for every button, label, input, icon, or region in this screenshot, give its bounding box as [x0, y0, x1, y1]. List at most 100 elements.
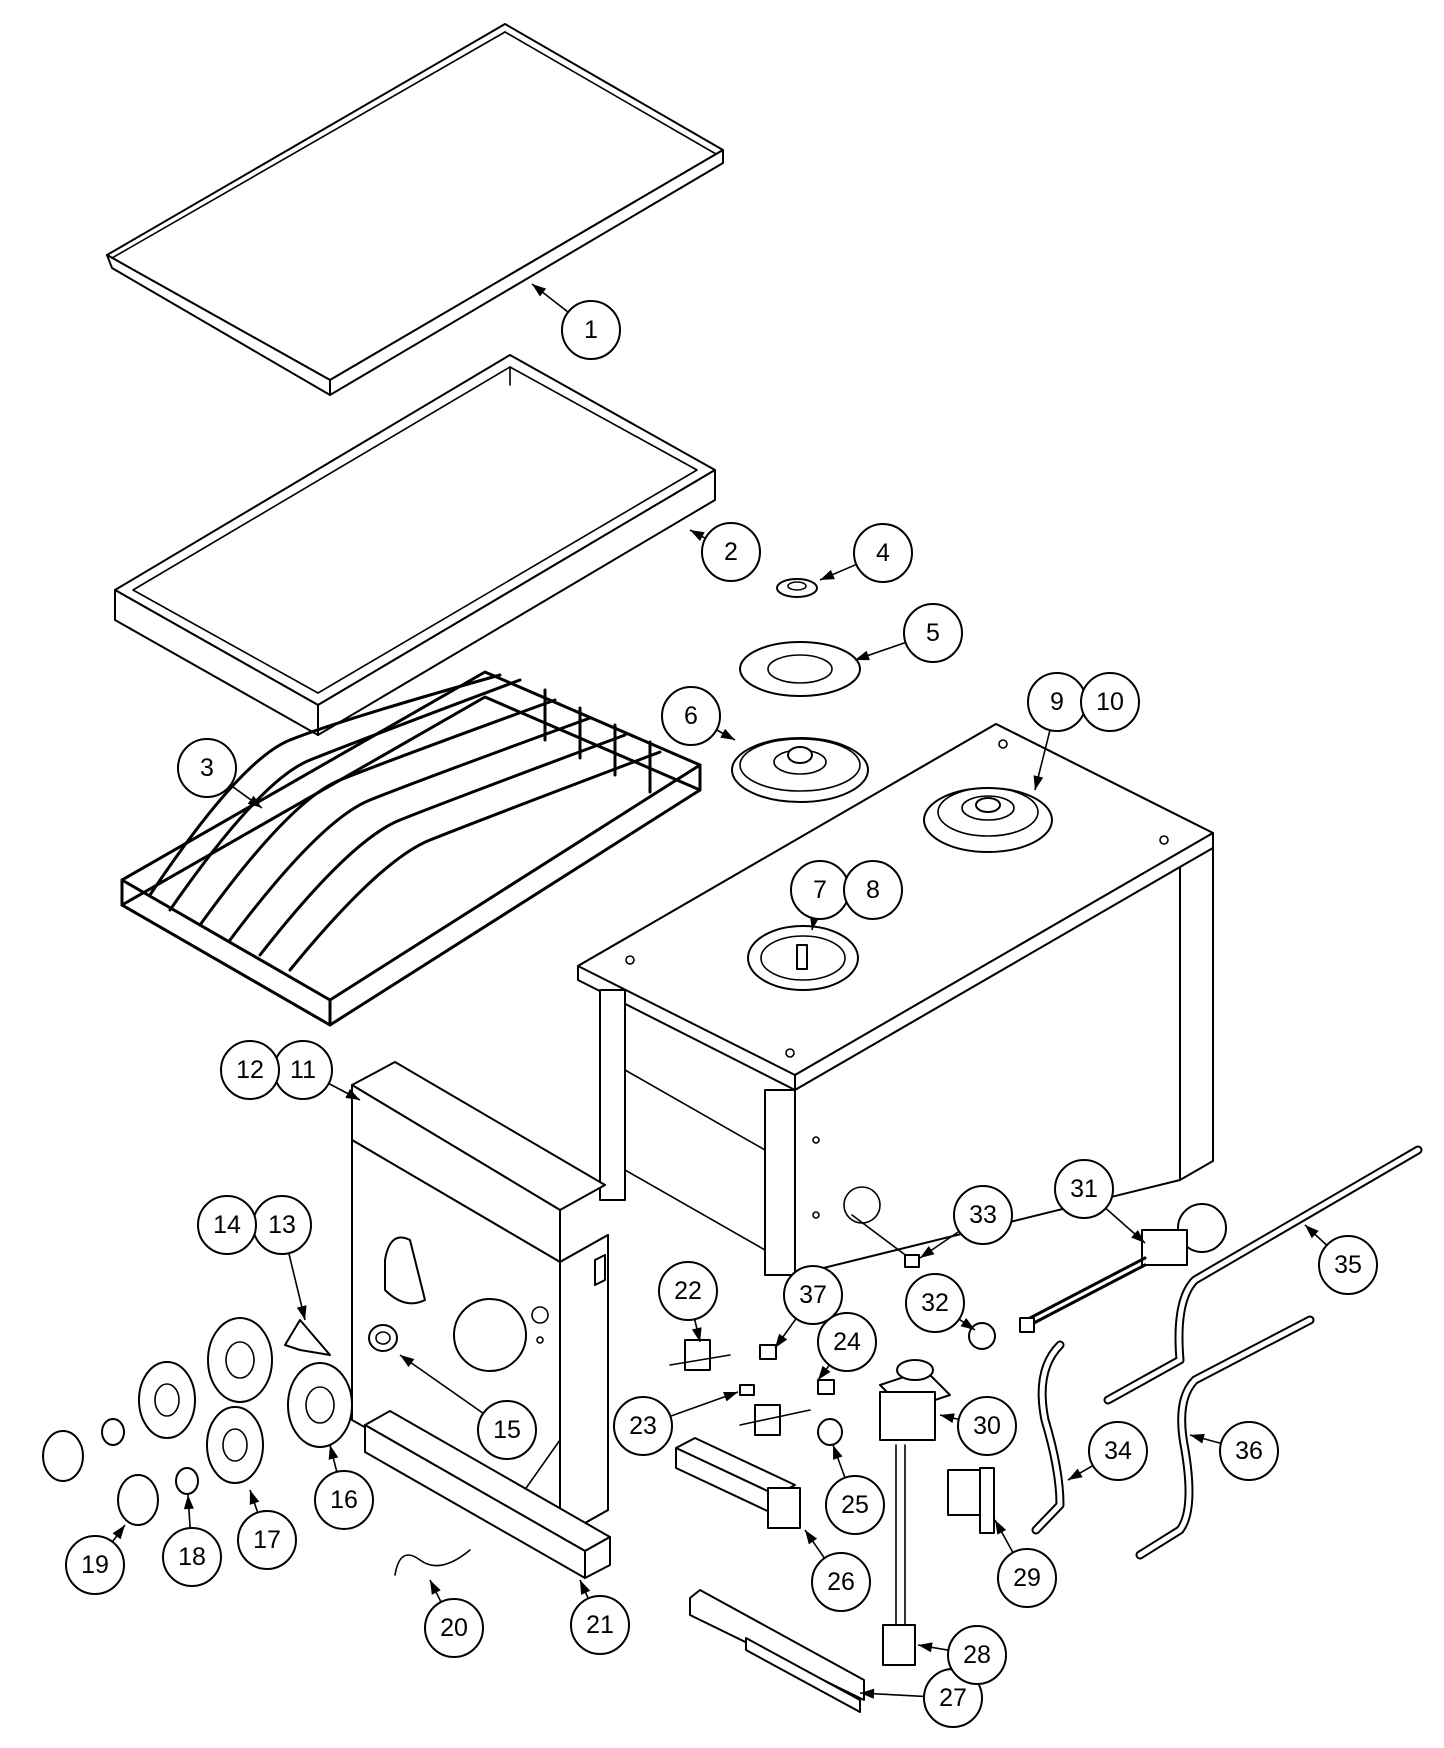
- callout-circle-28: [947, 1625, 1007, 1685]
- part-lid: [106, 23, 724, 396]
- callout-arrowhead-25: [833, 1445, 843, 1460]
- callout-label-10: 10: [1096, 688, 1124, 716]
- callout-label-3: 3: [200, 754, 214, 782]
- callout-label-30: 30: [973, 1412, 1001, 1440]
- callout-circle-18: [162, 1527, 222, 1587]
- callout-circle-34: [1088, 1421, 1148, 1481]
- callout-label-6: 6: [684, 702, 698, 730]
- callout-circle-2: [701, 522, 761, 582]
- callout-circle-24: [817, 1312, 877, 1372]
- callout-13: 13: [252, 1195, 312, 1321]
- callout-16: 16: [314, 1444, 374, 1530]
- callout-circle-25: [825, 1475, 885, 1535]
- callout-label-17: 17: [253, 1526, 281, 1554]
- callout-label-12: 12: [236, 1056, 264, 1084]
- callout-5: 5: [854, 603, 963, 663]
- callout-circle-5: [903, 603, 963, 663]
- callout-17: 17: [237, 1489, 297, 1570]
- callout-arrowhead-29: [995, 1520, 1007, 1535]
- callout-8: 8: [843, 860, 903, 920]
- part-grate: [120, 670, 702, 1027]
- callout-arrowhead-30: [940, 1413, 955, 1424]
- callout-arrowhead-9: [1033, 775, 1044, 790]
- callout-3: 3: [177, 738, 263, 809]
- part-burner-cap: [776, 578, 818, 598]
- callout-circle-14: [197, 1195, 257, 1255]
- callout-arrowhead-26: [805, 1530, 818, 1545]
- part-burner-head: [731, 737, 869, 803]
- callout-arrowhead-13: [296, 1305, 307, 1320]
- callout-arrowhead-34: [1068, 1468, 1083, 1480]
- callout-arrowhead-11: [345, 1089, 360, 1100]
- callout-arrowhead-33: [920, 1245, 935, 1258]
- callout-label-11: 11: [290, 1056, 316, 1084]
- callout-leader-15: [399, 1354, 484, 1415]
- callout-label-8: 8: [866, 876, 880, 904]
- callout-24: 24: [817, 1312, 877, 1381]
- callout-37: 37: [774, 1265, 843, 1349]
- callout-label-28: 28: [963, 1641, 991, 1669]
- callout-circle-8: [843, 860, 903, 920]
- callout-arrowhead-4: [820, 569, 835, 580]
- callout-label-31: 31: [1070, 1175, 1098, 1203]
- callout-circle-15: [477, 1400, 537, 1460]
- callout-arrowhead-16: [328, 1445, 339, 1460]
- callout-34: 34: [1067, 1421, 1148, 1481]
- part-tube-34: [1031, 1340, 1065, 1535]
- callout-label-7: 7: [813, 876, 827, 904]
- callout-31: 31: [1054, 1159, 1146, 1244]
- callout-label-5: 5: [926, 619, 940, 647]
- callout-23: 23: [613, 1391, 739, 1456]
- callout-label-19: 19: [81, 1551, 109, 1579]
- callout-label-13: 13: [268, 1211, 296, 1239]
- callout-1: 1: [531, 283, 621, 360]
- part-fittings: [739, 1344, 835, 1396]
- callout-circle-30: [957, 1396, 1017, 1456]
- callout-label-27: 27: [939, 1684, 967, 1712]
- part-tube-35: [1103, 1145, 1423, 1405]
- part-bezel-small: [138, 1361, 264, 1484]
- part-orings: [101, 1418, 199, 1495]
- callout-label-33: 33: [969, 1201, 997, 1229]
- callout-29: 29: [994, 1519, 1057, 1608]
- callout-arrowhead-24: [818, 1365, 831, 1380]
- part-igniter: [368, 1324, 398, 1352]
- callout-label-34: 34: [1104, 1437, 1132, 1465]
- part-tray: [114, 354, 716, 736]
- part-burner-opening: [747, 925, 859, 991]
- callout-15: 15: [399, 1354, 537, 1460]
- callout-14: 14: [197, 1195, 257, 1255]
- callout-22: 22: [658, 1261, 718, 1343]
- callout-arrowhead-37: [775, 1333, 788, 1348]
- callout-circle-35: [1318, 1235, 1378, 1295]
- callout-30: 30: [939, 1396, 1017, 1456]
- callout-circle-19: [65, 1535, 125, 1595]
- callout-6: 6: [661, 686, 736, 746]
- part-wire: [394, 1549, 471, 1576]
- callout-label-23: 23: [629, 1412, 657, 1440]
- callout-label-9: 9: [1050, 688, 1064, 716]
- part-burner-box: [577, 723, 1214, 1276]
- callout-11: 11: [273, 1040, 361, 1101]
- callout-circle-16: [314, 1470, 374, 1530]
- part-manifold: [675, 1437, 801, 1529]
- callout-9: 9: [1027, 672, 1087, 791]
- callout-arrowhead-17: [249, 1490, 260, 1505]
- callout-32: 32: [905, 1273, 976, 1333]
- callout-circle-1: [561, 300, 621, 360]
- callout-label-18: 18: [178, 1543, 206, 1571]
- callout-circle-20: [424, 1598, 484, 1658]
- callout-circle-17: [237, 1510, 297, 1570]
- callout-12: 12: [220, 1040, 280, 1100]
- callout-label-37: 37: [799, 1281, 827, 1309]
- callout-circle-21: [570, 1595, 630, 1655]
- part-knob-clip: [284, 1319, 331, 1356]
- callout-arrowhead-3: [247, 795, 262, 808]
- callout-circle-12: [220, 1040, 280, 1100]
- callout-7: 7: [790, 860, 850, 931]
- callout-arrowhead-19: [112, 1525, 125, 1540]
- callout-label-26: 26: [827, 1568, 855, 1596]
- callout-33: 33: [919, 1185, 1013, 1259]
